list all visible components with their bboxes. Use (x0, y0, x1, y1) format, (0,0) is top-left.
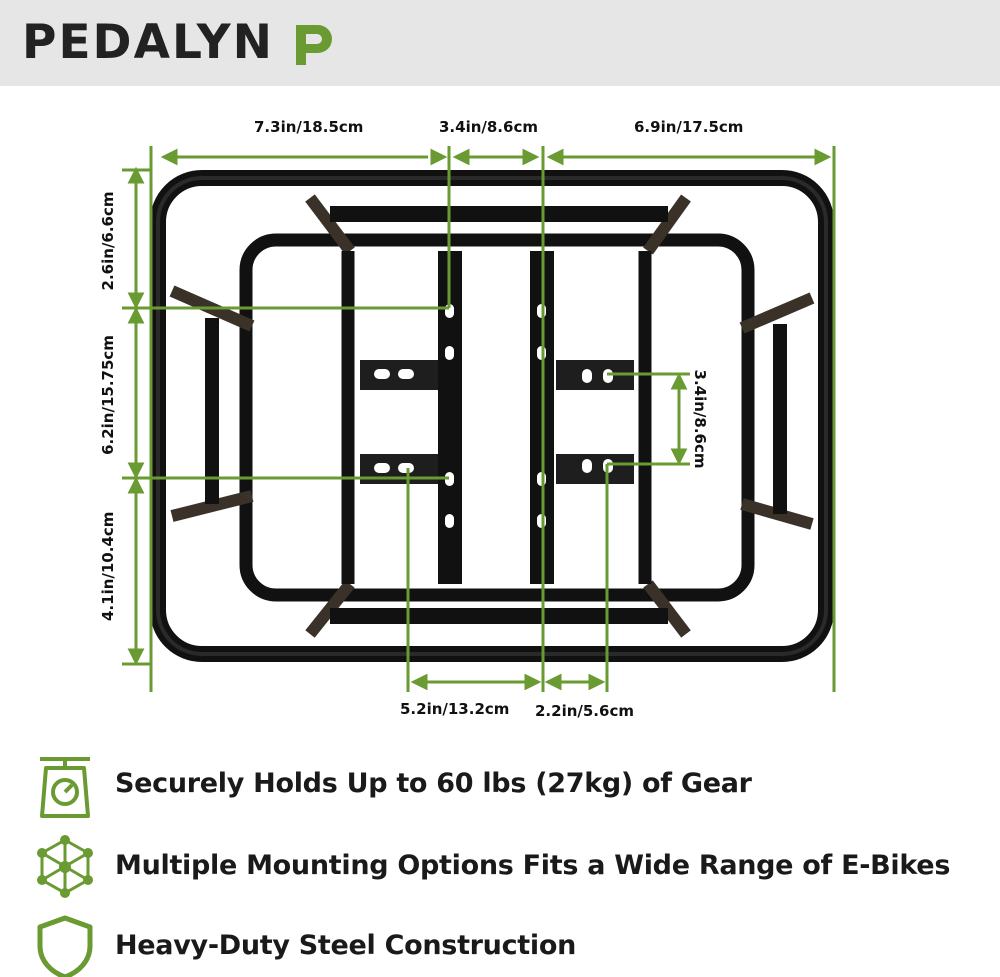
feature-list: Securely Holds Up to 60 lbs (27kg) of Ge… (0, 740, 1000, 977)
dimension-label-bottom-right: 2.2in/5.6cm (535, 702, 634, 720)
brand-mark-icon (296, 25, 332, 65)
brand-logo-text: PEDALYN (22, 15, 274, 70)
rack-dimension-diagram: 7.3in/18.5cm 3.4in/8.6cm 6.9in/17.5cm 2.… (0, 86, 1000, 730)
network-icon (37, 835, 93, 898)
dimension-label-right-slot: 3.4in/8.6cm (691, 369, 709, 469)
feature-text-construction: Heavy-Duty Steel Construction (115, 930, 577, 961)
dimension-label-top-left: 7.3in/18.5cm (254, 118, 364, 136)
dimension-label-top-middle: 3.4in/8.6cm (439, 118, 538, 136)
feature-item-capacity: Securely Holds Up to 60 lbs (27kg) of Ge… (0, 746, 1000, 818)
feature-item-construction: Heavy-Duty Steel Construction (0, 908, 1000, 977)
dimension-label-left-middle: 6.2in/15.75cm (99, 335, 117, 455)
feature-text-mounting: Multiple Mounting Options Fits a Wide Ra… (115, 850, 951, 881)
brand-header: PEDALYN (0, 0, 1000, 86)
dimension-label-left-bottom: 4.1in/10.4cm (99, 511, 117, 621)
rack-illustration (122, 146, 836, 692)
dimension-label-bottom-left: 5.2in/13.2cm (400, 700, 510, 718)
dimension-label-top-right: 6.9in/17.5cm (634, 118, 744, 136)
shield-icon (37, 915, 93, 977)
feature-text-capacity: Securely Holds Up to 60 lbs (27kg) of Ge… (115, 768, 752, 799)
dimension-label-left-top: 2.6in/6.6cm (99, 191, 117, 291)
scale-icon (40, 757, 90, 818)
feature-item-mounting: Multiple Mounting Options Fits a Wide Ra… (0, 828, 1000, 898)
